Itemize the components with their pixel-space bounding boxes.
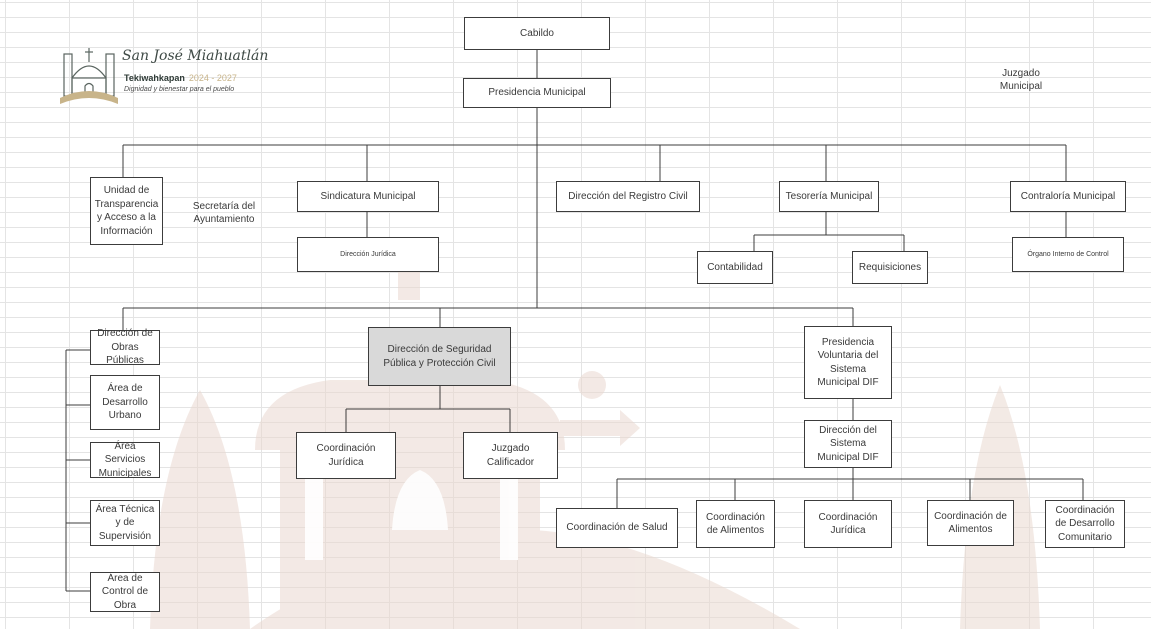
node-juzgado-calificador: Juzgado Calificador <box>463 432 558 479</box>
node-label: Coordinación Jurídica <box>316 443 376 468</box>
node-juzgado-municipal: Juzgado Municipal <box>985 63 1057 97</box>
node-unidad-transparencia: Unidad de Transparencia y Acceso a la In… <box>90 177 163 245</box>
node-desarrollo-urbano: Área de Desarrollo Urbano <box>90 375 160 430</box>
node-coordinacion-alimentos-2: Coordinación de Alimentos <box>927 500 1014 546</box>
node-contraloria-municipal: Contraloría Municipal <box>1010 181 1126 212</box>
node-cabildo: Cabildo <box>464 17 610 50</box>
church-emblem-icon <box>60 48 118 104</box>
node-label: Juzgado Municipal <box>999 67 1043 93</box>
node-label: Área Técnica y de Supervisión <box>95 503 155 542</box>
node-label: Contraloría Municipal <box>1020 190 1116 202</box>
node-sindicatura-municipal: Sindicatura Municipal <box>297 181 439 212</box>
logo-slogan: Dignidad y bienestar para el pueblo <box>124 86 235 93</box>
node-label: Coordinación de Salud <box>566 522 668 534</box>
node-label: Contabilidad <box>707 261 763 273</box>
node-label: Dirección de Obras Públicas <box>97 328 153 367</box>
node-control-obra: Área de Control de Obra <box>90 572 160 612</box>
logo-subtitle-text: Tekiwahkapan <box>124 73 185 83</box>
node-requisiciones: Requisiciones <box>852 251 928 284</box>
node-label: Juzgado Calificador <box>486 443 535 468</box>
logo-title: San José Miahuatlán <box>122 48 269 64</box>
node-label: Unidad de Transparencia y Acceso a la In… <box>94 185 159 237</box>
node-label: Secretaría del Ayuntamiento <box>192 200 256 226</box>
node-label: Dirección del Sistema Municipal DIF <box>817 424 879 463</box>
node-servicios-municipales: Área Servicios Municipales <box>90 440 160 479</box>
logo-years: 2024 - 2027 <box>188 73 237 83</box>
node-label: Dirección Jurídica <box>340 250 396 258</box>
node-label: Presidencia Voluntaria del Sistema Munic… <box>817 336 879 389</box>
node-direccion-dif: Dirección del Sistema Municipal DIF <box>804 420 892 468</box>
node-coordinacion-desarrollo: Coordinación de Desarrollo Comunitario <box>1045 500 1125 548</box>
node-label: Dirección de Seguridad Pública y Protecc… <box>383 344 496 369</box>
node-label: Área de Desarrollo Urbano <box>102 383 148 422</box>
node-obras-publicas: Dirección de Obras Públicas <box>90 328 160 367</box>
node-presidencia-dif: Presidencia Voluntaria del Sistema Munic… <box>804 326 892 399</box>
node-coordinacion-juridica-seguridad: Coordinación Jurídica <box>296 432 396 479</box>
node-label: Sindicatura Municipal <box>320 190 416 202</box>
node-label: Presidencia Municipal <box>488 87 586 99</box>
node-label: Área de Control de Obra <box>101 572 149 611</box>
node-coordinacion-juridica-dif: Coordinación Jurídica <box>804 500 892 548</box>
node-label: Coordinación de Alimentos <box>934 510 1007 536</box>
node-label: Coordinación de Alimentos <box>706 511 765 537</box>
node-contabilidad: Contabilidad <box>697 251 773 284</box>
node-label: Dirección del Registro Civil <box>568 190 688 202</box>
node-organo-interno-control: Órgano Interno de Control <box>1012 237 1124 272</box>
node-seguridad-publica: Dirección de Seguridad Pública y Protecc… <box>368 327 511 386</box>
node-label: Coordinación Jurídica <box>818 511 878 537</box>
node-coordinacion-salud: Coordinación de Salud <box>556 508 678 548</box>
node-presidencia-municipal: Presidencia Municipal <box>463 78 611 108</box>
node-tecnica-supervision: Área Técnica y de Supervisión <box>90 500 160 546</box>
node-label: Área Servicios Municipales <box>98 440 152 479</box>
node-secretaria-ayuntamiento: Secretaría del Ayuntamiento <box>185 196 263 230</box>
node-label: Órgano Interno de Control <box>1027 250 1109 258</box>
node-registro-civil: Dirección del Registro Civil <box>556 181 700 212</box>
node-direccion-juridica: Dirección Jurídica <box>297 237 439 272</box>
node-tesoreria-municipal: Tesorería Municipal <box>779 181 879 212</box>
node-coordinacion-alimentos-1: Coordinación de Alimentos <box>696 500 775 548</box>
node-label: Coordinación de Desarrollo Comunitario <box>1055 504 1115 543</box>
node-label: Tesorería Municipal <box>785 190 873 202</box>
node-label: Requisiciones <box>858 261 922 273</box>
node-label: Cabildo <box>520 27 554 39</box>
